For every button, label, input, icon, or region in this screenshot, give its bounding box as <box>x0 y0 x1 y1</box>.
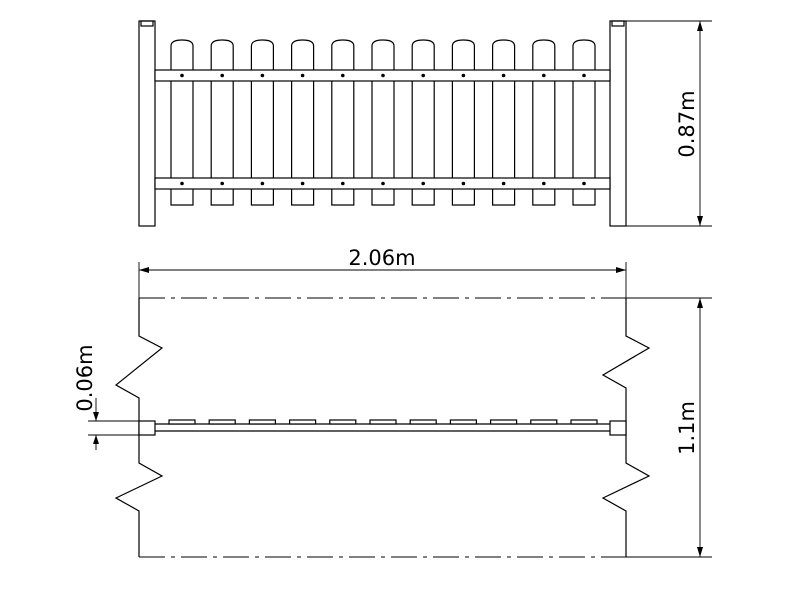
plan-picket <box>329 419 357 425</box>
plan-picket <box>289 419 317 425</box>
bolt <box>180 181 184 186</box>
left-post-cap <box>140 20 154 27</box>
bolt <box>582 181 586 186</box>
bolt <box>461 73 466 78</box>
plan-picket <box>449 419 477 425</box>
thickness-label: 0.06m <box>73 344 97 411</box>
plan-picket <box>570 419 598 425</box>
bolt <box>582 73 586 78</box>
plan-picket <box>208 419 236 425</box>
plan-pickets <box>168 419 598 425</box>
height-label: 0.87m <box>675 90 699 157</box>
bolt <box>501 181 506 186</box>
plan-picket <box>490 419 518 425</box>
bolt <box>461 181 466 186</box>
bolt <box>421 73 426 78</box>
thickness-dimension: 0.06m <box>73 344 139 450</box>
plan-left-post <box>138 420 156 436</box>
height-dimension: 0.87m <box>626 20 712 227</box>
plan-picket <box>168 419 196 425</box>
bolt <box>300 73 305 78</box>
bolt <box>542 73 546 78</box>
fence-elevation-view <box>138 20 627 227</box>
bolt <box>501 73 506 78</box>
bolt <box>260 73 265 78</box>
width-label: 2.06m <box>348 246 415 270</box>
bolt <box>542 181 546 186</box>
bolt <box>220 181 224 186</box>
right-post <box>609 20 627 227</box>
bolt <box>421 181 426 186</box>
bolt <box>381 73 385 78</box>
bolt <box>180 73 184 78</box>
plan-picket <box>530 419 558 425</box>
fence-plan-view <box>114 297 651 558</box>
bolt <box>341 73 345 78</box>
bolt <box>260 181 265 186</box>
bolt <box>220 73 224 78</box>
depth-dimension: 1.1m <box>626 297 712 558</box>
plan-picket <box>248 419 276 425</box>
plan-picket <box>409 419 437 425</box>
plan-picket <box>369 419 397 425</box>
rail-bolts <box>180 73 586 186</box>
width-dimension: 2.06m <box>138 246 627 298</box>
bolt <box>381 181 385 186</box>
plan-right-post <box>609 420 627 436</box>
bolt <box>341 181 345 186</box>
bolt <box>300 181 305 186</box>
right-post-cap <box>611 20 625 27</box>
depth-label: 1.1m <box>675 401 699 455</box>
left-post <box>138 20 156 227</box>
